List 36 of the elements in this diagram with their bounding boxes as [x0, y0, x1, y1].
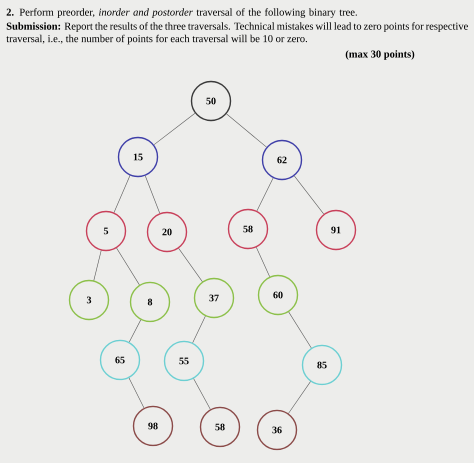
tree-edge — [144, 176, 160, 214]
question-text: 2. Perform preorder, inorder and postorder traversal of the following binary tree. — [6, 8, 357, 18]
tree-node: 37 — [194, 278, 234, 318]
tree-edge — [128, 378, 144, 408]
tree-edge — [114, 175, 130, 213]
tree-node: 91 — [316, 210, 356, 250]
tree-node: 58 — [228, 208, 268, 250]
tree-node: 36 — [256, 410, 298, 450]
tree-edge — [94, 250, 102, 281]
tree-edge — [288, 381, 311, 414]
tree-node: 65 — [100, 340, 140, 380]
tree-node: 58 — [200, 406, 240, 448]
tree-edge — [154, 112, 196, 145]
tree-edge — [178, 248, 203, 282]
tree-node: 60 — [258, 274, 298, 316]
tree-node: 62 — [262, 140, 302, 180]
tree-node: 98 — [132, 406, 174, 446]
tree-node: 15 — [118, 136, 158, 178]
tree-edge — [226, 114, 267, 148]
tree-edge — [192, 316, 206, 344]
points-note: (max 30 points) — [346, 50, 414, 60]
tree-node: 8 — [130, 282, 170, 322]
instruction-text: Submission: Report the results of the three traversals. Technical mistakes will lead to zero points for respective traversal, i.e., the number of points for each traversal will be 10 or zero. — [6, 22, 468, 44]
tree-edge — [116, 248, 140, 286]
tree-node: 3 — [68, 280, 110, 320]
tree-node: 50 — [190, 80, 232, 122]
tree-node: 20 — [146, 212, 188, 252]
tree-node: 55 — [164, 340, 204, 382]
tree-edge — [256, 247, 270, 277]
tree-edge — [193, 378, 211, 410]
tree-edge — [128, 320, 142, 342]
tree-node: 85 — [302, 344, 342, 386]
tree-node: 5 — [86, 210, 126, 252]
tree-edge — [294, 176, 324, 214]
tree-edge — [256, 178, 274, 212]
tree-edge — [288, 312, 312, 348]
